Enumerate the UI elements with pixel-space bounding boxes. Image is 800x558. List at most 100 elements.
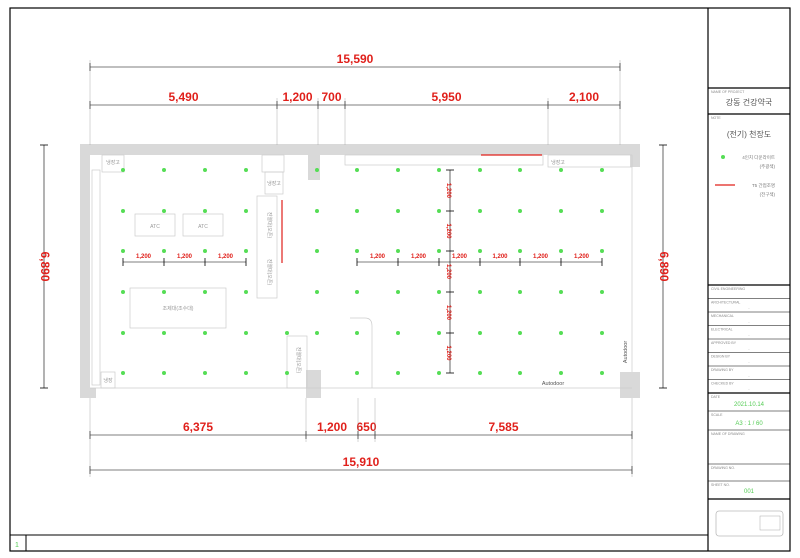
dimension-label: 1,200	[282, 90, 312, 104]
sheet-frame	[9, 7, 791, 552]
downlight	[518, 331, 522, 335]
dimension-label: 6,890	[657, 251, 671, 281]
dimension-label: 1,200	[492, 254, 508, 260]
dimension-label: 650	[356, 420, 376, 434]
dimension-label: 1,200	[177, 254, 193, 260]
downlight	[600, 371, 604, 375]
downlight	[437, 290, 441, 294]
drawing-name-label: NAME OF DRAWING	[711, 432, 745, 436]
downlight	[478, 168, 482, 172]
note-label: NOTE	[711, 116, 721, 120]
logo-mark	[759, 515, 781, 531]
downlight	[437, 168, 441, 172]
downlight	[315, 209, 319, 213]
field-value: -	[748, 307, 750, 311]
dimension-label: 15,910	[343, 455, 380, 469]
downlight	[396, 331, 400, 335]
room-label: 냉장고	[267, 180, 281, 187]
downlight	[244, 331, 248, 335]
downlight	[162, 331, 166, 335]
autodoor-label: Autodoor	[542, 381, 564, 387]
dimension-label: 5,490	[168, 90, 198, 104]
field-value: -	[748, 361, 750, 365]
drawing-no-label: DRAWING NO.	[711, 466, 735, 470]
downlight	[355, 249, 359, 253]
field-label: APPROVED BY	[711, 341, 737, 345]
downlight	[355, 209, 359, 213]
field-label: DESIGN BY	[711, 355, 731, 359]
field-label: CHECKED BY	[711, 382, 734, 386]
room-label: 냉장고	[106, 159, 120, 166]
downlight	[162, 249, 166, 253]
downlight	[396, 168, 400, 172]
downlight	[437, 331, 441, 335]
downlight	[315, 249, 319, 253]
field-value: -	[748, 334, 750, 338]
dimension-label: 1,200	[370, 254, 386, 260]
date-value: 2021.10.14	[734, 402, 765, 408]
autodoor-label: Autodoor	[623, 341, 629, 363]
legend-name: 4인치 다운라이트	[742, 154, 775, 161]
downlight	[518, 168, 522, 172]
project-name: 강동 건강약국	[726, 97, 772, 107]
dimension-label: 1,200	[317, 420, 347, 434]
downlight	[559, 371, 563, 375]
downlight	[203, 331, 207, 335]
downlight	[559, 249, 563, 253]
downlight	[244, 290, 248, 294]
walls	[80, 144, 640, 398]
room-label: ATC	[198, 224, 208, 230]
dimension-label: 1,200	[445, 264, 451, 280]
downlight	[121, 290, 125, 294]
room-label: 진열대(오픈)	[266, 259, 273, 286]
downlight	[396, 249, 400, 253]
dimension-label: 1,200	[445, 305, 451, 321]
downlight	[518, 249, 522, 253]
field-label: MECHANICAL	[711, 314, 734, 318]
downlight	[437, 371, 441, 375]
downlight	[285, 331, 289, 335]
field-value: -	[748, 320, 750, 324]
dimension-label: 2,100	[569, 90, 599, 104]
downlight	[162, 209, 166, 213]
downlight	[203, 249, 207, 253]
downlight	[559, 290, 563, 294]
dimension-label: 1,200	[445, 345, 451, 361]
downlight	[121, 249, 125, 253]
room-label: ATC	[150, 224, 160, 230]
scale-label: SCALE	[711, 413, 723, 417]
field-value: -	[748, 374, 750, 378]
dimension-label: 5,950	[431, 90, 461, 104]
field-label: DRAWING BY	[711, 368, 734, 372]
downlight	[600, 331, 604, 335]
downlight	[121, 331, 125, 335]
company-logo	[715, 510, 784, 537]
dimension-label: 1,200	[445, 223, 451, 239]
dimension-label: 15,590	[337, 52, 374, 66]
downlight	[437, 249, 441, 253]
field-label: ELECTRICAL	[711, 328, 733, 332]
downlight	[518, 209, 522, 213]
downlight	[396, 290, 400, 294]
room-label: 냉장	[103, 377, 113, 384]
legend-sub: (주광색)	[760, 163, 776, 170]
dimension-label: 1,200	[574, 254, 590, 260]
legend-name: T5 간접조명	[752, 182, 775, 188]
downlight	[203, 290, 207, 294]
title-block: NAME OF PROJECT 강동 건강약국 NOTE (전기) 천장도 4인…	[707, 8, 790, 551]
project-label: NAME OF PROJECT	[711, 90, 745, 94]
dimension-label: 1,200	[411, 254, 427, 260]
dimension-label: 700	[321, 90, 341, 104]
downlight	[244, 371, 248, 375]
downlight	[315, 331, 319, 335]
field-label: CIVIL ENGINEERING	[711, 287, 745, 291]
downlight	[518, 371, 522, 375]
downlight	[121, 371, 125, 375]
downlight	[315, 290, 319, 294]
field-label: ARCHITECTURAL	[711, 301, 740, 305]
downlight	[600, 249, 604, 253]
downlight	[600, 290, 604, 294]
downlight	[203, 168, 207, 172]
